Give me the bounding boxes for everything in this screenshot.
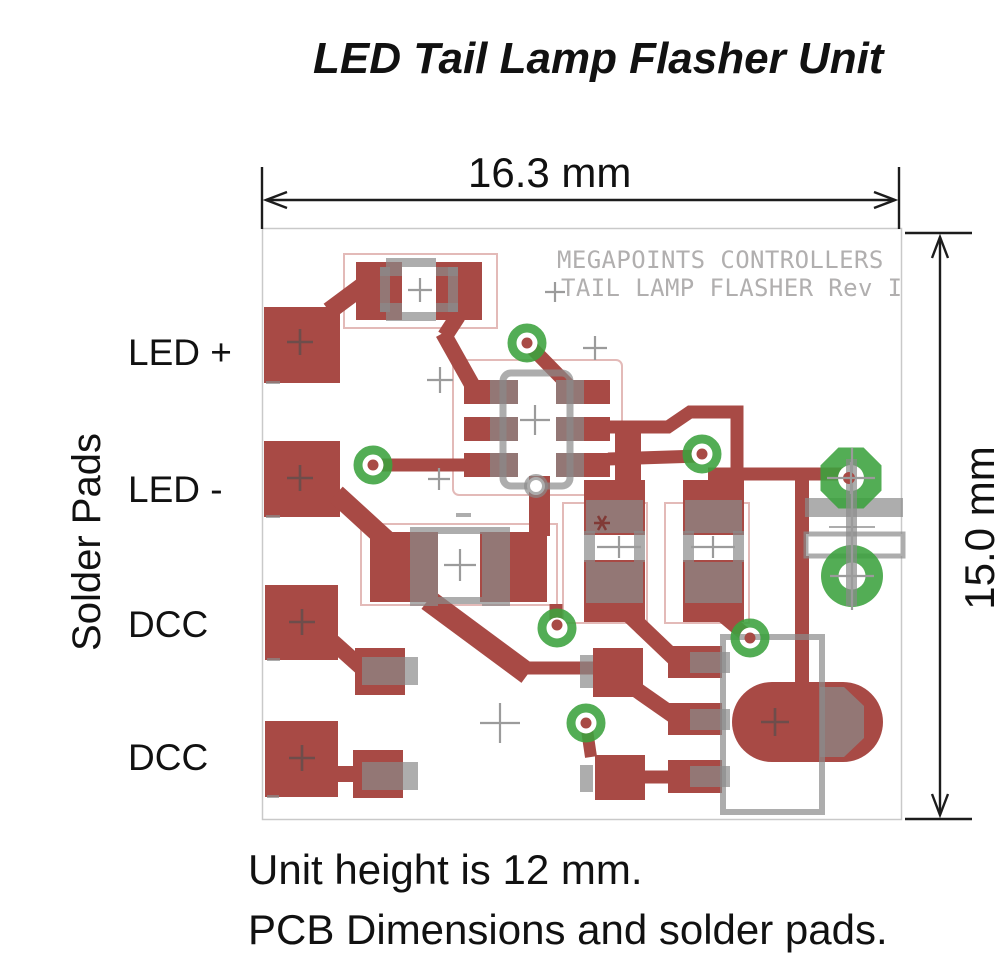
page-title: LED Tail Lamp Flasher Unit: [313, 34, 884, 83]
polarity-minus-mark: [456, 513, 471, 517]
asterisk-mark: [594, 515, 610, 531]
ic-pin1-notch: [524, 474, 548, 498]
solder-pads-group-label: Solder Pads: [65, 433, 109, 651]
via: [566, 703, 606, 743]
caption-pcb-dimensions: PCB Dimensions and solder pads.: [248, 906, 888, 953]
pad-label-dcc-1: DCC: [128, 604, 209, 645]
via: [353, 445, 393, 485]
via: [507, 323, 547, 363]
dimension-width: [260, 167, 901, 229]
origin-crosses: [287, 278, 875, 771]
pad-label-led-minus: LED -: [128, 469, 223, 510]
silkscreen-text-line2: TAIL LAMP FLASHER Rev I: [561, 274, 903, 302]
via: [730, 618, 770, 658]
width-dimension-label: 16.3 mm: [468, 149, 632, 196]
via: [537, 608, 577, 648]
dimension-height: [905, 231, 972, 821]
height-dimension-label: 15.0 mm: [956, 446, 1003, 610]
caption-unit-height: Unit height is 12 mm.: [248, 846, 643, 893]
transistor-tab-outline: [820, 687, 864, 757]
small-pad-a: [593, 648, 643, 697]
via: [682, 434, 722, 474]
small-pad-b: [595, 755, 645, 800]
pad-label-led-plus: LED +: [128, 332, 232, 373]
pad-label-dcc-2: DCC: [128, 737, 209, 778]
silkscreen-text-line1: MEGAPOINTS CONTROLLERS: [557, 246, 884, 274]
via-rings: [353, 323, 770, 743]
led-plus-pad: [264, 307, 340, 383]
